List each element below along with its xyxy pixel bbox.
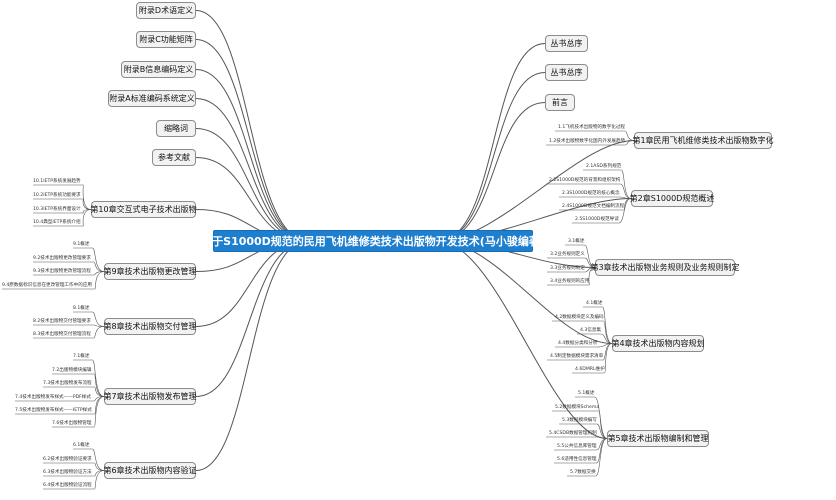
topic-chapter-9[interactable]: 第9章技术出版物更改管理 xyxy=(103,263,197,280)
subtopic[interactable]: 7.1概述 xyxy=(73,354,90,359)
subtopic[interactable]: 4.5制定数据模块需求清单 xyxy=(550,354,604,359)
subtopic[interactable]: 10.3IETP系统界面设计 xyxy=(33,207,81,212)
subtopic[interactable]: 10.4典型IETP系统介绍 xyxy=(33,220,81,225)
topic-chapter-2[interactable]: 第2章S1000D规范概述 xyxy=(630,190,714,207)
subtopic[interactable]: 9.4原数据标识信息在更改管理工作中的应用 xyxy=(2,283,92,288)
subtopic[interactable]: 5.7数据交换 xyxy=(570,470,596,475)
topic-chapter-10[interactable]: 第10章交互式电子技术出版物 xyxy=(90,201,197,218)
subtopic[interactable]: 4.2数据模块定义及编码 xyxy=(555,315,604,320)
subtopic[interactable]: 4.1概述 xyxy=(586,301,603,306)
subtopic[interactable]: 3.1概述 xyxy=(568,239,585,244)
topic-references[interactable]: 参考文献 xyxy=(152,149,196,166)
subtopic[interactable]: 6.4技术出版物验证流程 xyxy=(43,483,92,488)
subtopic[interactable]: 10.1IETP系统发展趋势 xyxy=(33,179,81,184)
topic-appendix-b[interactable]: 附录B信息编码定义 xyxy=(121,61,196,78)
subtopic[interactable]: 1.2技术出版物数字化国内外发展趋势 xyxy=(549,139,626,144)
subtopic[interactable]: 5.5公共信息库管理 xyxy=(557,444,597,449)
topic-appendix-a[interactable]: 附录A标准编码系统定义 xyxy=(108,90,196,107)
subtopic[interactable]: 7.3技术出版物发布流程 xyxy=(43,381,92,386)
subtopic[interactable]: 7.2出版物模块编辑 xyxy=(52,368,92,373)
subtopic[interactable]: 2.4S1000D规范文档编制流程 xyxy=(562,204,625,209)
subtopic[interactable]: 3.3业务规则制定 xyxy=(550,266,585,271)
subtopic[interactable]: 4.3信息集 xyxy=(580,328,602,333)
subtopic[interactable]: 7.6技术出版物管理 xyxy=(52,421,92,426)
subtopic[interactable]: 2.5S1000D规范导读 xyxy=(575,217,619,222)
subtopic[interactable]: 5.3数据模块编写 xyxy=(562,418,597,423)
topic-appendix-d[interactable]: 附录D术语定义 xyxy=(136,2,196,19)
subtopic[interactable]: 9.2技术出版物更改管理要求 xyxy=(33,256,91,261)
subtopic[interactable]: 2.2S1000D规范的背景和组织架构 xyxy=(549,178,621,183)
topic-foreword[interactable]: 前言 xyxy=(545,94,575,111)
subtopic[interactable]: 3.2业务规则定义 xyxy=(550,252,585,257)
subtopic[interactable]: 8.2技术出版物交付管理要求 xyxy=(33,319,91,324)
subtopic[interactable]: 5.1概述 xyxy=(578,391,595,396)
subtopic[interactable]: 6.2技术出版物验证要求 xyxy=(43,457,92,462)
topic-chapter-7[interactable]: 第7章技术出版物发布管理 xyxy=(103,388,197,405)
subtopic[interactable]: 10.2IETP系统功能要求 xyxy=(33,193,81,198)
topic-series-preface-2[interactable]: 丛书总序 xyxy=(545,64,588,81)
subtopic[interactable]: 7.5技术出版物发布样式——IETP样式 xyxy=(15,408,92,413)
topic-chapter-1[interactable]: 第1章民用飞机维修类技术出版物数字化 xyxy=(632,132,774,149)
topic-chapter-5[interactable]: 第5章技术出版物编制和管理 xyxy=(607,430,709,447)
subtopic[interactable]: 4.4数据分类和分析 xyxy=(558,341,598,346)
topic-series-preface-1[interactable]: 丛书总序 xyxy=(545,35,588,52)
subtopic[interactable]: 8.3技术出版物交付管理流程 xyxy=(33,332,91,337)
subtopic[interactable]: 9.1概述 xyxy=(73,242,90,247)
subtopic[interactable]: 1.1飞机技术出版物的数字化过程 xyxy=(558,125,626,130)
subtopic[interactable]: 5.6适用性信息管理 xyxy=(557,457,597,462)
subtopic[interactable]: 6.1概述 xyxy=(73,443,90,448)
topic-abbreviations[interactable]: 缩略词 xyxy=(156,120,196,137)
subtopic[interactable]: 2.3S1000D规范的核心概念 xyxy=(562,191,620,196)
root-topic[interactable]: 基于S1000D规范的民用飞机维修类技术出版物开发技术(马小骏编著) xyxy=(201,230,545,252)
subtopic[interactable]: 7.4技术出版物发布样式——PDF样式 xyxy=(15,395,91,400)
subtopic[interactable]: 4.6DMRL维护 xyxy=(575,367,605,372)
subtopic[interactable]: 5.2数据模块Schema xyxy=(555,405,600,410)
subtopic[interactable]: 8.1概述 xyxy=(73,306,90,311)
topic-chapter-3[interactable]: 第3章技术出版物业务规则及业务规则制定 xyxy=(590,259,740,276)
topic-chapter-8[interactable]: 第8章技术出版物交付管理 xyxy=(103,318,197,335)
subtopic[interactable]: 9.3技术出版物更改管理流程 xyxy=(33,269,91,274)
topic-appendix-c[interactable]: 附录C功能矩阵 xyxy=(136,31,196,48)
topic-chapter-4[interactable]: 第4章技术出版物内容规划 xyxy=(611,335,705,352)
subtopic[interactable]: 2.1ASD系列规范 xyxy=(586,164,622,169)
subtopic[interactable]: 5.4CSDB数据管理机制 xyxy=(549,431,597,436)
topic-chapter-6[interactable]: 第6章技术出版物内容验证 xyxy=(103,462,197,479)
subtopic[interactable]: 6.3技术出版物验证方法 xyxy=(43,470,92,475)
subtopic[interactable]: 3.4业务规则的应用 xyxy=(550,279,590,284)
